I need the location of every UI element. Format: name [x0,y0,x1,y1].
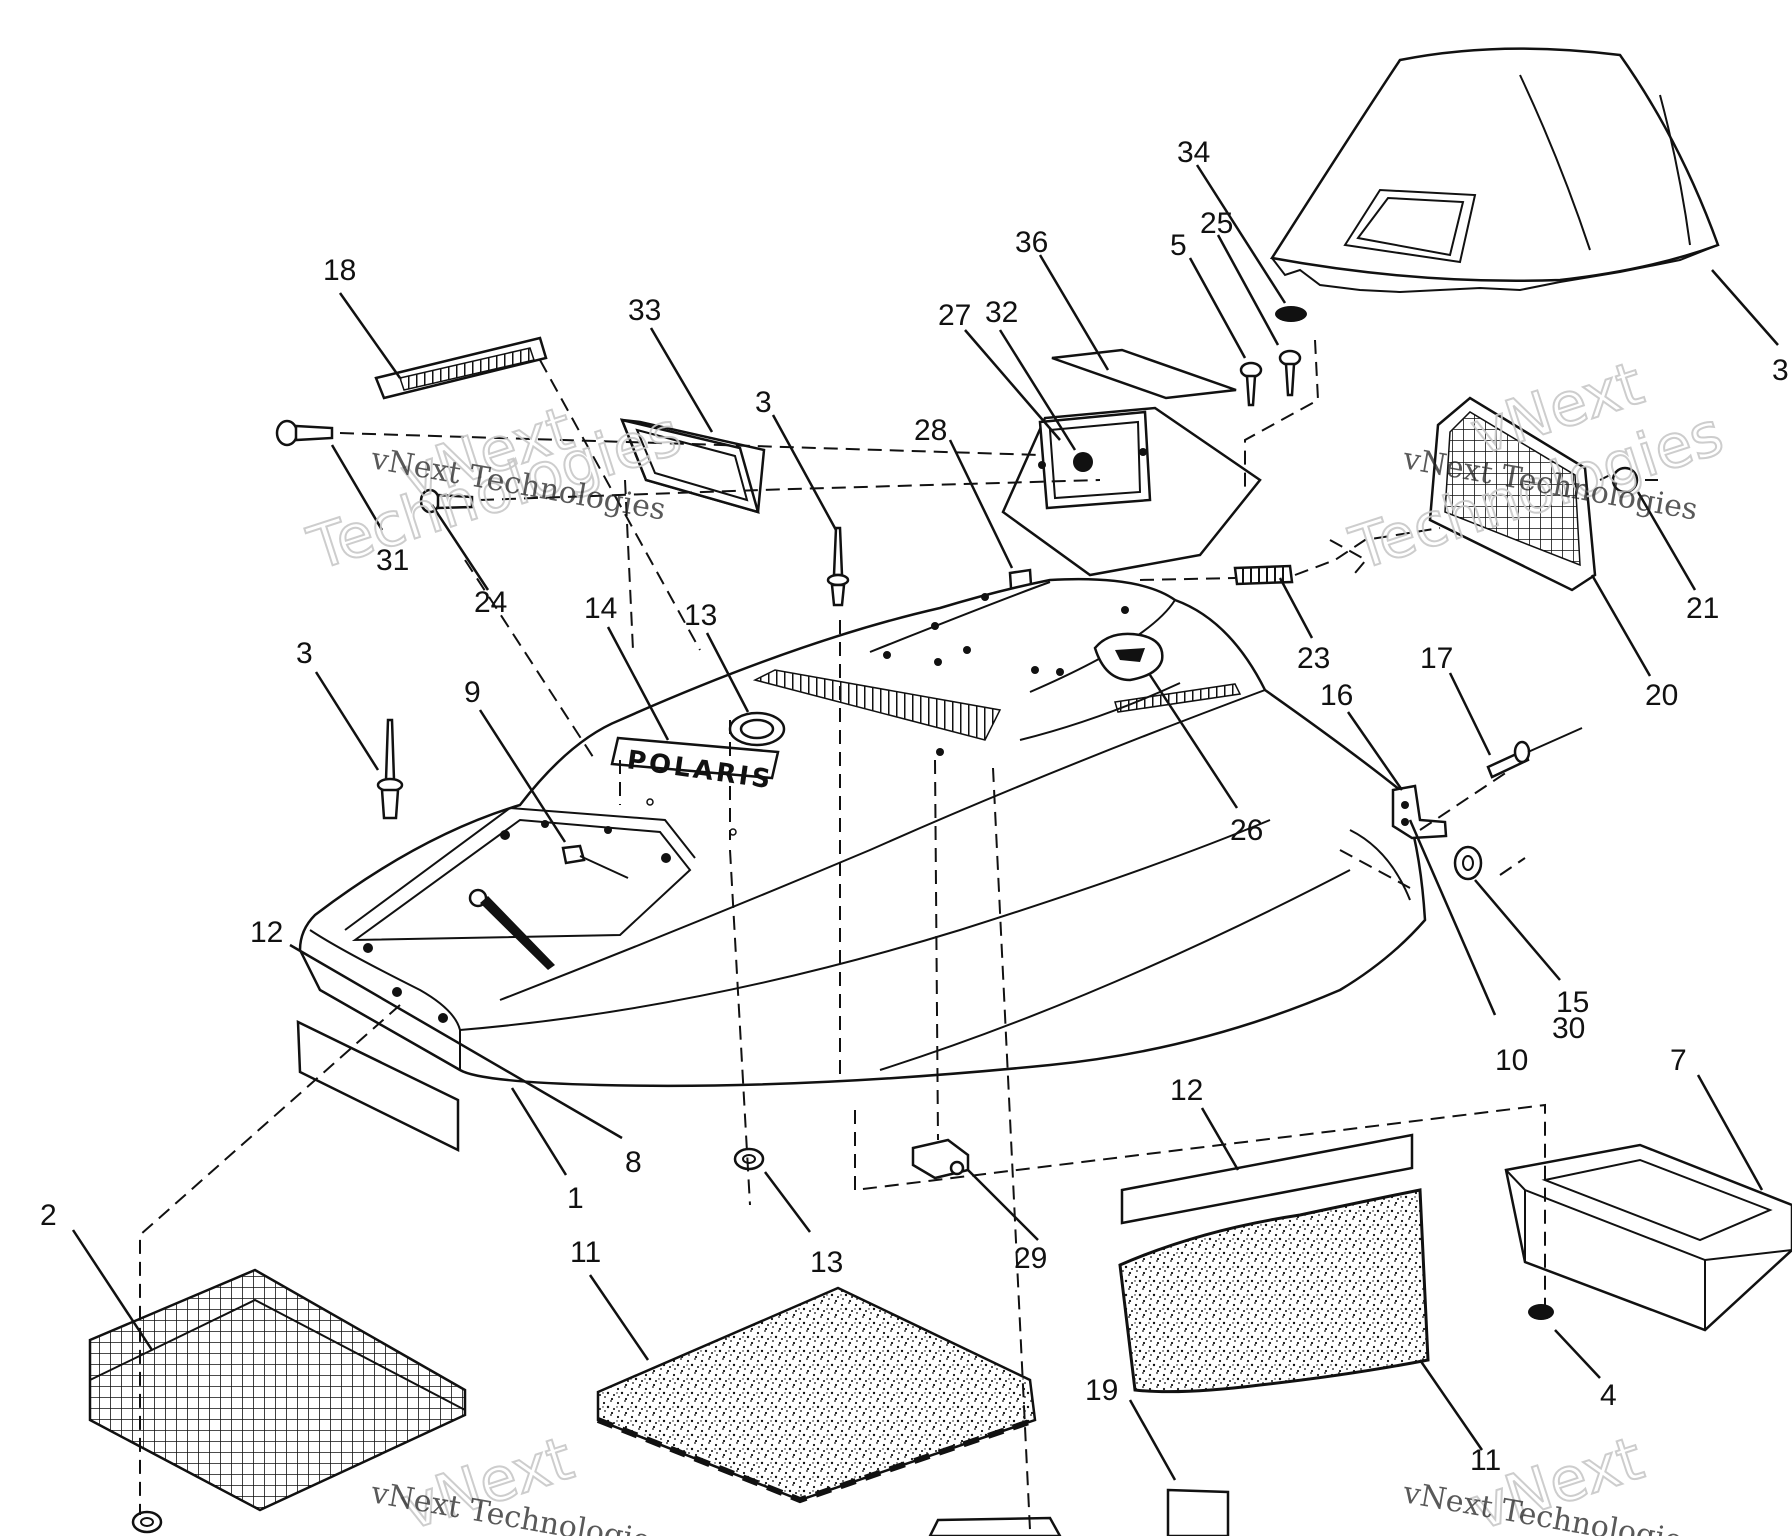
washer-part [1453,845,1483,881]
callout-11-left: 11 [570,1236,601,1269]
callout-23: 23 [1297,642,1330,675]
callout-2: 2 [40,1199,57,1232]
callout-18: 18 [323,254,356,287]
callout-13-bottom: 13 [810,1246,843,1279]
windshield-part [1269,47,1720,294]
callout-7: 7 [1670,1044,1687,1077]
grommet-part [1275,306,1307,322]
headlight-part [1428,396,1597,592]
hood-part [298,577,1427,1088]
nut-part-4 [1528,1304,1554,1320]
callout-30: 30 [1552,1012,1585,1045]
callout-32: 32 [985,296,1018,329]
spring-part [1233,564,1294,586]
screw-part-31 [275,419,334,447]
assembly-lines [139,339,1546,1531]
callout-16: 16 [1320,679,1353,712]
decal-part-12a [296,1019,460,1153]
console-housing-part [1001,406,1262,577]
clip-part [911,1138,970,1180]
callout-4: 4 [1600,1379,1617,1412]
callout-17: 17 [1420,642,1453,675]
callout-12-left: 12 [250,916,283,949]
callout-20: 20 [1645,679,1678,712]
part-19 [928,1488,1230,1536]
callout-24: 24 [474,586,507,619]
callout-21: 21 [1686,592,1719,625]
callout-5: 5 [1170,229,1187,262]
rivet-part-b [376,718,404,820]
decal-part-12b [1120,1133,1414,1225]
screw-part-24 [419,488,474,514]
callout-29: 29 [1014,1242,1047,1275]
bracket-part [1391,784,1448,840]
callout-34: 34 [1177,136,1210,169]
callout-28: 28 [914,414,947,447]
tray-part [1504,1143,1792,1332]
callout-12-right: 12 [1170,1074,1203,1107]
callout-33: 33 [628,294,661,327]
callout-8: 8 [625,1146,642,1179]
grille-part-18 [374,336,548,400]
cap-part-26 [1093,632,1164,682]
decal-part-36 [1051,348,1237,400]
pin-part [1486,727,1583,779]
callout-26: 26 [1230,814,1263,847]
watermark-bottom-right: vNext vNext Technologies [1400,1423,1701,1536]
gas-cap-part [728,711,786,747]
rivet-part-a [826,526,850,607]
leader-lines [71,164,1779,1481]
callout-3-right: 3 [1772,354,1789,387]
nut-part-13 [733,1147,765,1171]
callout-1: 1 [567,1182,584,1215]
screw-part-25 [1278,349,1302,397]
callout-labels: 34 25 5 36 27 32 18 33 3 28 31 24 14 13 … [40,136,1789,1477]
callout-10: 10 [1495,1044,1528,1077]
callout-25: 25 [1200,207,1233,240]
washer-part-bottom [131,1510,163,1534]
callout-27: 27 [938,299,971,332]
foam-pad-part-b [1118,1188,1430,1394]
screw-part-5 [1239,361,1263,407]
callout-3-left: 3 [296,637,313,670]
callout-36: 36 [1015,226,1048,259]
callout-31: 31 [376,544,409,577]
callout-14: 14 [584,592,617,625]
callout-13-top: 13 [684,599,717,632]
callout-11-right: 11 [1470,1444,1501,1477]
bulb-part [1599,466,1658,494]
callout-19: 19 [1085,1374,1118,1407]
callout-15: 15 [1556,986,1589,1019]
foam-pad-part-a [596,1286,1037,1504]
callout-9: 9 [464,676,481,709]
screen-part [88,1268,467,1512]
callout-3-top: 3 [755,386,772,419]
